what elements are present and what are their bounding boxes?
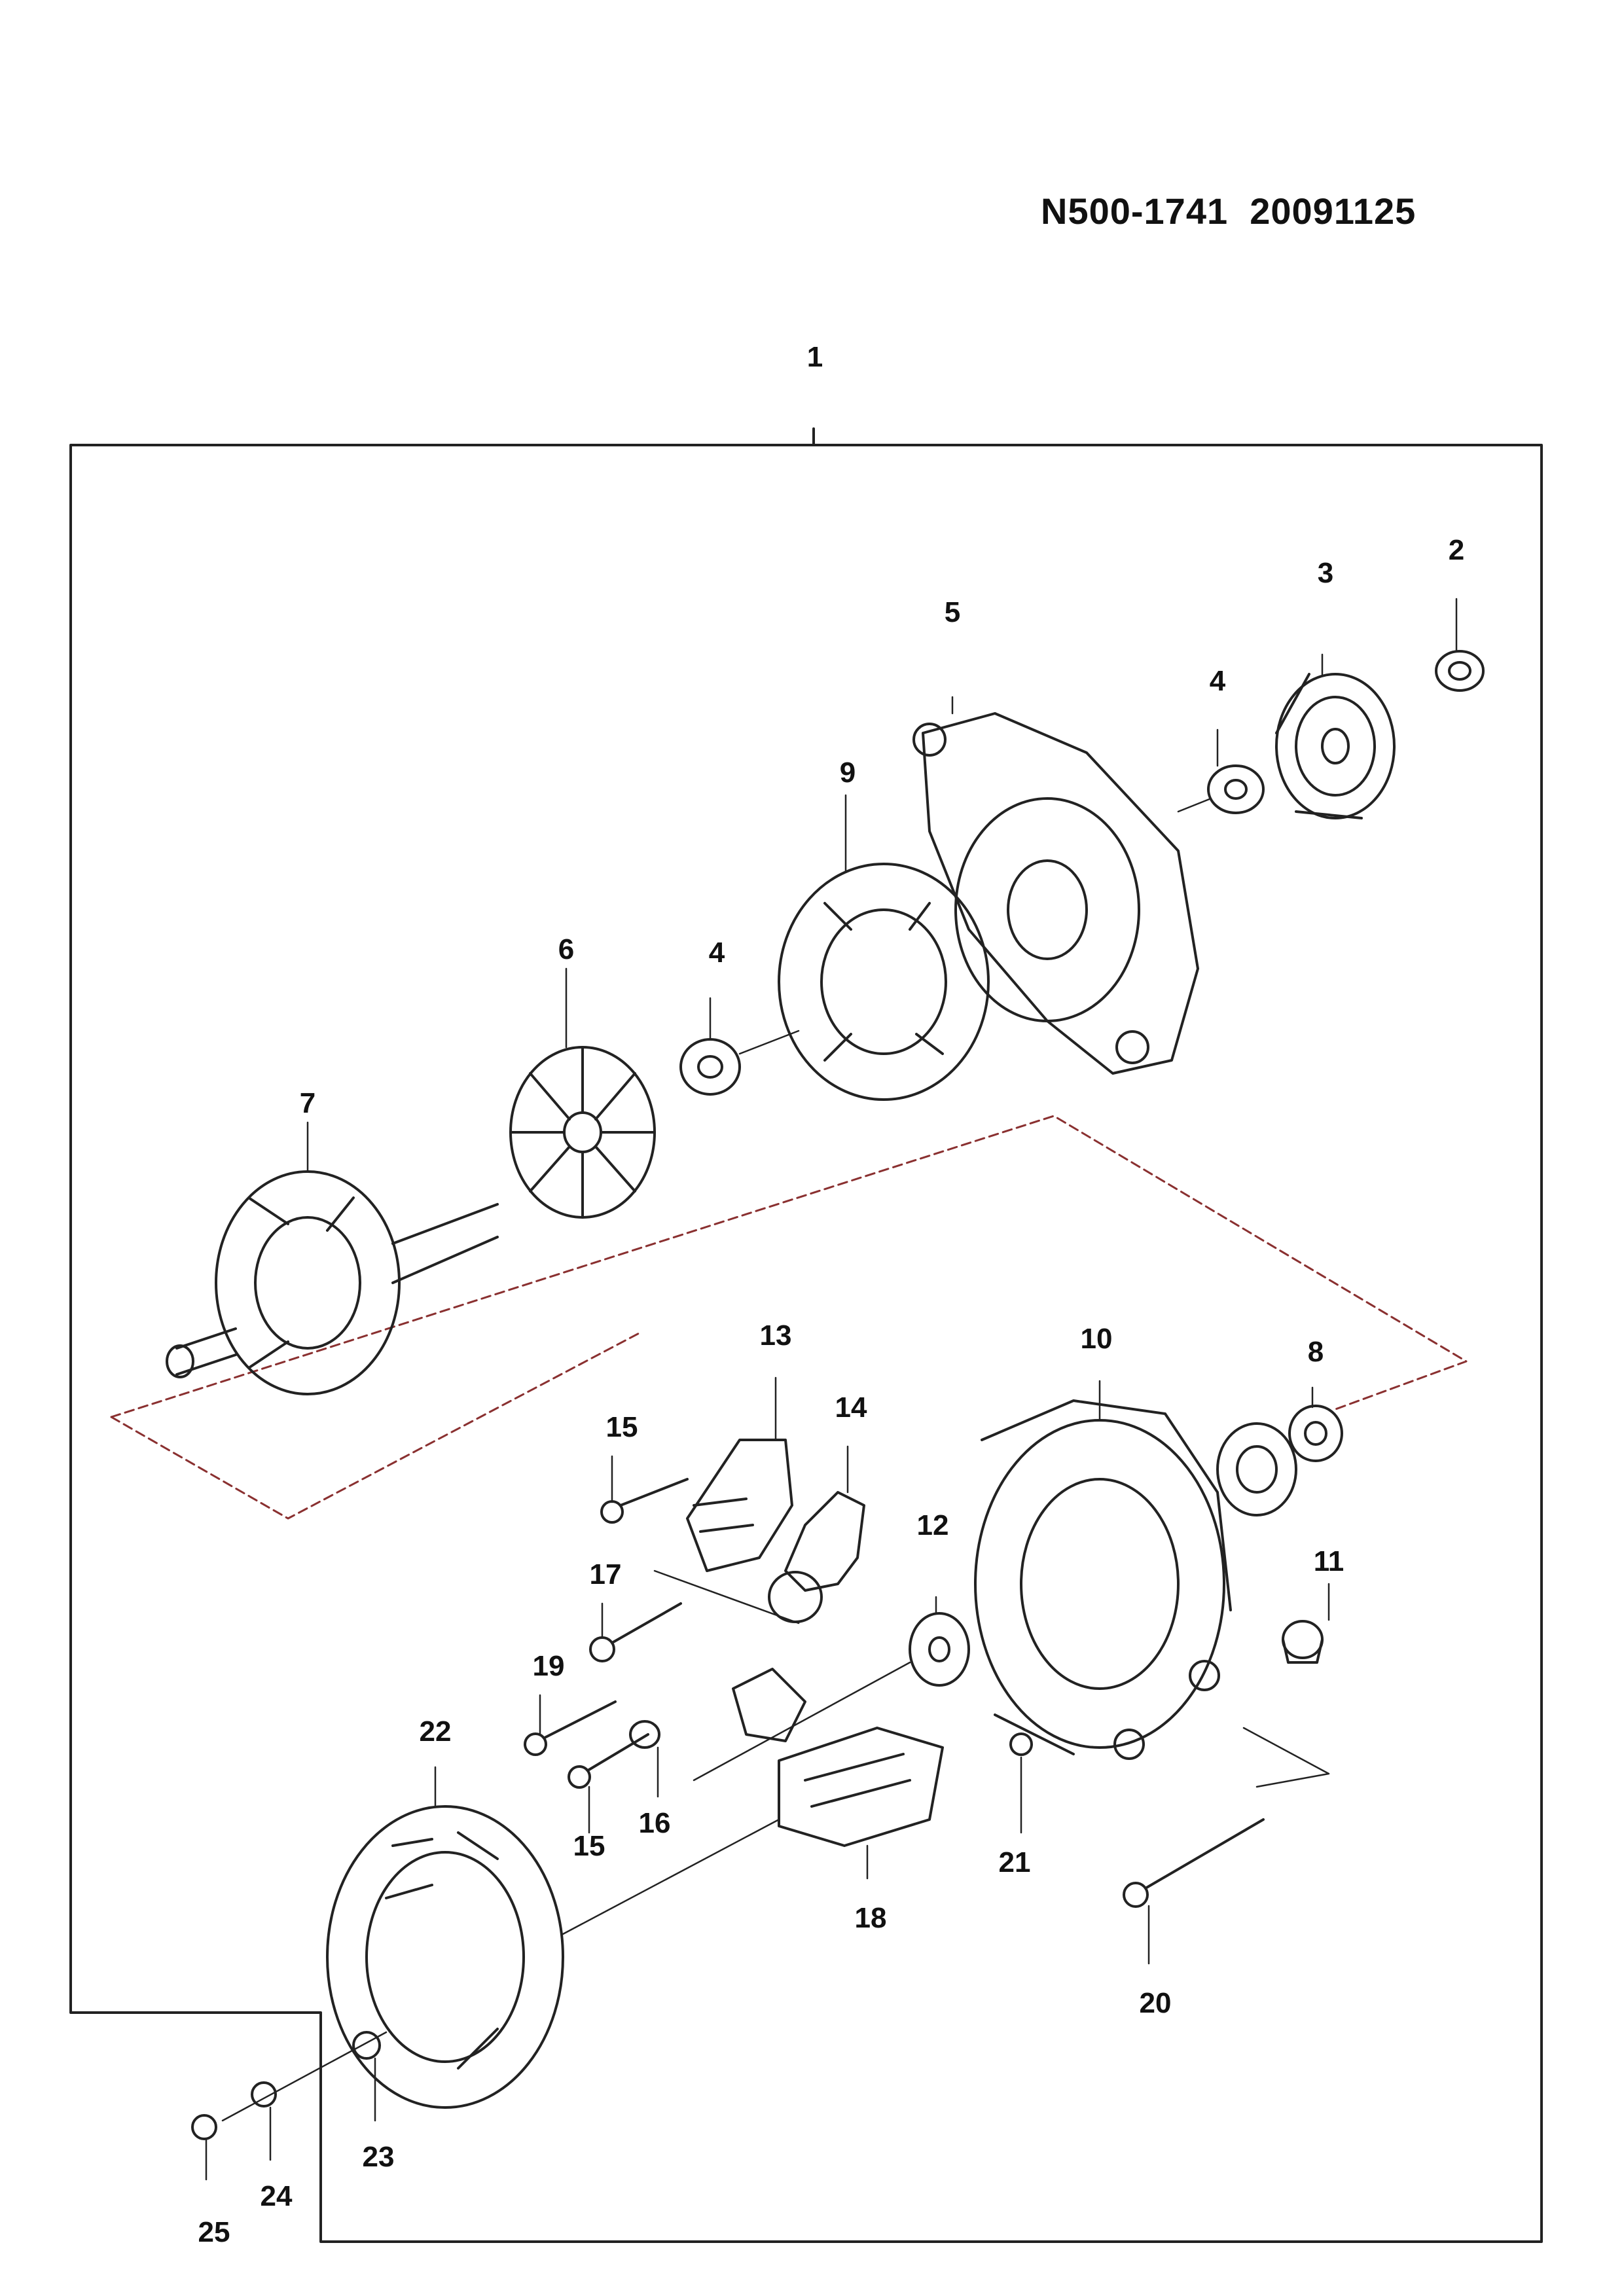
through-bolt-part	[1123, 1818, 1265, 1908]
rear-housing-part	[974, 1399, 1232, 1760]
spacer-part-upper	[1207, 764, 1265, 814]
nut-23-part	[352, 2031, 381, 2060]
callout-8: 8	[1308, 1336, 1324, 1368]
brush-holder-part	[768, 1491, 865, 1623]
callout-3: 3	[1318, 557, 1333, 589]
bushing-part	[1282, 1620, 1324, 1664]
callout-4-upper: 4	[1210, 665, 1226, 697]
drawing-code: N500-1741	[1041, 190, 1229, 232]
nut-21-part	[1009, 1732, 1033, 1756]
callout-9: 9	[840, 757, 856, 789]
callout-22: 22	[420, 1715, 452, 1748]
nut-25-part	[191, 2114, 217, 2140]
rectifier-part	[778, 1727, 944, 1847]
callout-14: 14	[835, 1391, 867, 1424]
callout-11: 11	[1314, 1545, 1344, 1577]
screw-15-lower-part	[568, 1733, 649, 1789]
drawing-date: 20091125	[1250, 190, 1416, 232]
insulator-washer-part	[909, 1612, 970, 1687]
fan-part	[509, 1046, 656, 1219]
callout-19: 19	[533, 1650, 565, 1682]
spacer-part-lower	[679, 1038, 741, 1096]
voltage-regulator-part	[686, 1439, 793, 1572]
callout-10: 10	[1081, 1323, 1113, 1355]
pulley-nut-part	[1435, 650, 1485, 692]
rear-bearing-part	[1216, 1405, 1343, 1516]
callout-23: 23	[363, 2141, 395, 2173]
callout-13: 13	[760, 1319, 792, 1352]
rotor-group-outline	[110, 1115, 1468, 1520]
callout-20: 20	[1140, 1987, 1172, 2019]
assembly-leader-lines	[205, 598, 1458, 2181]
callout-2: 2	[1449, 534, 1464, 566]
callout-21: 21	[999, 1846, 1031, 1878]
callout-4-lower: 4	[709, 937, 725, 969]
callout-25: 25	[198, 2216, 230, 2248]
screw-17-part	[589, 1602, 682, 1662]
callout-5: 5	[945, 596, 960, 628]
callout-12: 12	[917, 1509, 949, 1541]
washer-24-part	[251, 2081, 277, 2108]
callout-6: 6	[558, 933, 574, 965]
callout-24: 24	[261, 2180, 293, 2212]
front-housing-part	[912, 712, 1199, 1075]
callout-1: 1	[807, 341, 823, 373]
stator-part	[778, 863, 990, 1101]
screw-19-part	[524, 1700, 617, 1756]
assembly-outline	[69, 427, 1543, 2243]
callout-18: 18	[855, 1902, 887, 1934]
callout-16: 16	[639, 1807, 671, 1839]
callout-15-upper: 15	[606, 1411, 638, 1443]
rear-cover-part	[326, 1805, 564, 2109]
callout-15-lower: 15	[573, 1830, 605, 1862]
callout-7: 7	[300, 1087, 316, 1119]
screw-15-upper-part	[600, 1478, 689, 1524]
drawing-header: N500-1741 20091125	[1041, 190, 1416, 232]
terminal-part	[629, 1668, 806, 1749]
pulley-part	[1275, 673, 1396, 819]
rotor-part	[166, 1170, 499, 1395]
callout-17: 17	[590, 1558, 622, 1590]
